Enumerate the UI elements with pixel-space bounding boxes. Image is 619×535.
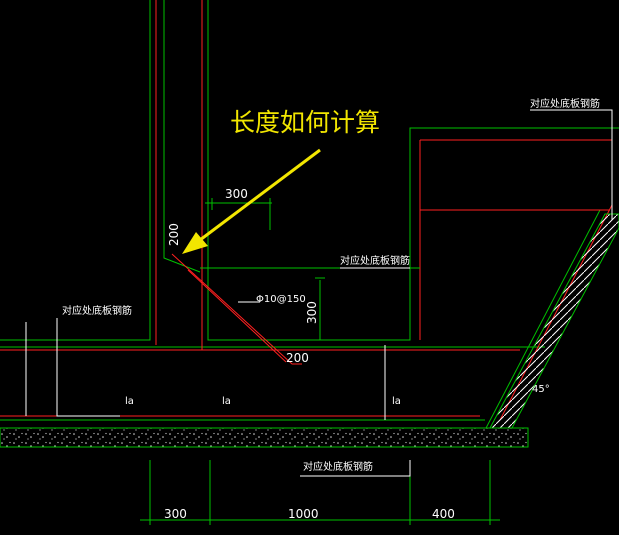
label-angle: 45° (532, 384, 550, 395)
rebar-diagonal (171, 253, 302, 365)
slope-line (484, 209, 601, 431)
label-rebar-top-right: 对应处底板钢筋 (530, 97, 600, 110)
dim-300-bottom: 300 (164, 507, 187, 521)
left-wall-inner (163, 0, 201, 273)
dim-200-vertical: 200 (167, 223, 181, 246)
rebar-diagonal-2 (187, 269, 287, 363)
label-rebar-spec: Φ10@150 (256, 294, 306, 305)
right-wall-inner (207, 0, 619, 341)
slope-hatch (489, 213, 619, 429)
dim-300-top: 300 (225, 187, 248, 201)
label-anchor-3: la (392, 396, 401, 407)
concrete-base (0, 427, 529, 448)
label-rebar-middle: 对应处底板钢筋 (340, 254, 410, 267)
label-rebar-left: 对应处底板钢筋 (62, 304, 132, 317)
label-anchor-1: la (125, 396, 134, 407)
dim-300-vertical: 300 (305, 301, 319, 324)
left-wall-outline (0, 0, 151, 341)
leader-lines (25, 109, 613, 477)
annotation-arrow (182, 148, 321, 254)
dim-400-bottom: 400 (432, 507, 455, 521)
dim-1000-bottom: 1000 (288, 507, 319, 521)
dim-200-diag: 200 (286, 351, 309, 365)
rebar-top-right (419, 139, 612, 340)
label-rebar-bottom: 对应处底板钢筋 (303, 460, 373, 473)
annotation-text: 长度如何计算 (230, 108, 380, 137)
label-anchor-2: la (222, 396, 231, 407)
